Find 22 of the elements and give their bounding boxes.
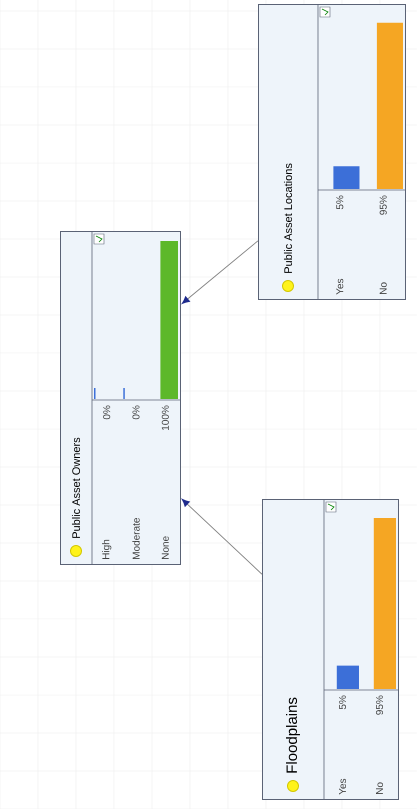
probability-value: 100% — [162, 406, 169, 430]
probability-value: 0% — [132, 406, 140, 420]
network-node-box — [262, 499, 399, 800]
network-node-box — [258, 4, 406, 300]
node-title: Public Asset Owners — [72, 438, 80, 538]
probability-value: 5% — [338, 696, 346, 710]
probability-value: 95% — [376, 696, 384, 715]
probability-value: 5% — [336, 196, 344, 210]
state-label: Yes — [336, 278, 344, 295]
state-label: Yes — [339, 778, 346, 795]
network-node-box — [60, 231, 181, 566]
state-label: No — [380, 282, 387, 294]
node-title: Public Asset Locations — [284, 164, 292, 273]
probability-value: 95% — [380, 196, 387, 215]
state-label: None — [162, 536, 169, 559]
arrow — [182, 240, 258, 304]
probability-value: 0% — [103, 406, 110, 420]
state-label: High — [102, 540, 112, 559]
arrow — [182, 498, 262, 575]
node-title: Floodplains — [286, 698, 300, 773]
state-label: Moderate — [132, 518, 140, 559]
state-label: No — [376, 782, 383, 794]
